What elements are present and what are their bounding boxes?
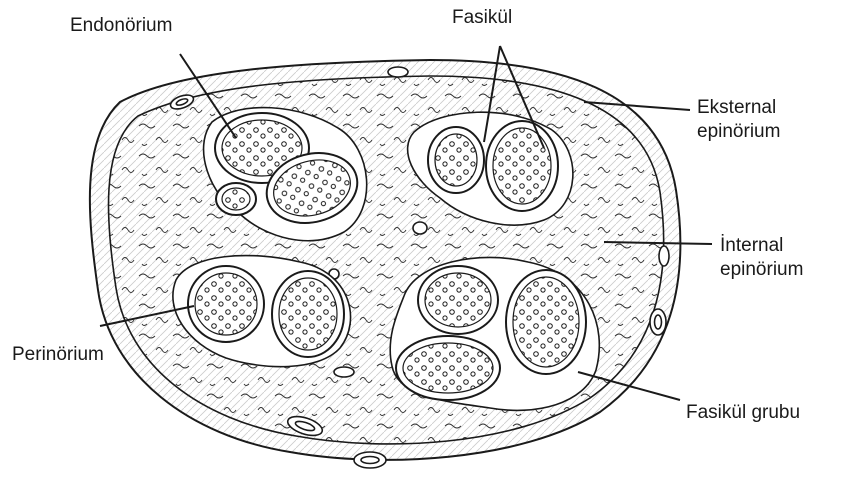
vessel — [659, 246, 669, 266]
vessel — [388, 67, 408, 77]
fascicle — [506, 270, 586, 374]
internal-epinorium-line1: İnternal — [720, 234, 803, 258]
fascicle — [188, 266, 264, 342]
eksternal-epinorium-label: Eksternal epinörium — [697, 96, 780, 144]
internal-epinorium-line2: epinörium — [720, 258, 803, 282]
fasikul-grubu-label: Fasikül grubu — [686, 401, 800, 425]
eksternal-epinorium-line1: Eksternal — [697, 96, 780, 120]
fascicle — [396, 336, 500, 400]
vessel — [413, 222, 427, 234]
fascicle — [428, 127, 484, 193]
vessel — [655, 315, 662, 329]
fasikul-label: Fasikül — [452, 6, 512, 30]
endonorium-label: Endonörium — [70, 14, 172, 38]
fascicle — [486, 121, 558, 211]
internal-epinorium-label: İnternal epinörium — [720, 234, 803, 282]
vessel — [334, 367, 354, 377]
fascicle — [272, 271, 344, 357]
fascicle — [418, 266, 498, 334]
perinorium-label: Perinörium — [12, 343, 104, 367]
eksternal-epinorium-line2: epinörium — [697, 120, 780, 144]
fascicle — [216, 183, 256, 215]
vessel — [361, 457, 379, 464]
